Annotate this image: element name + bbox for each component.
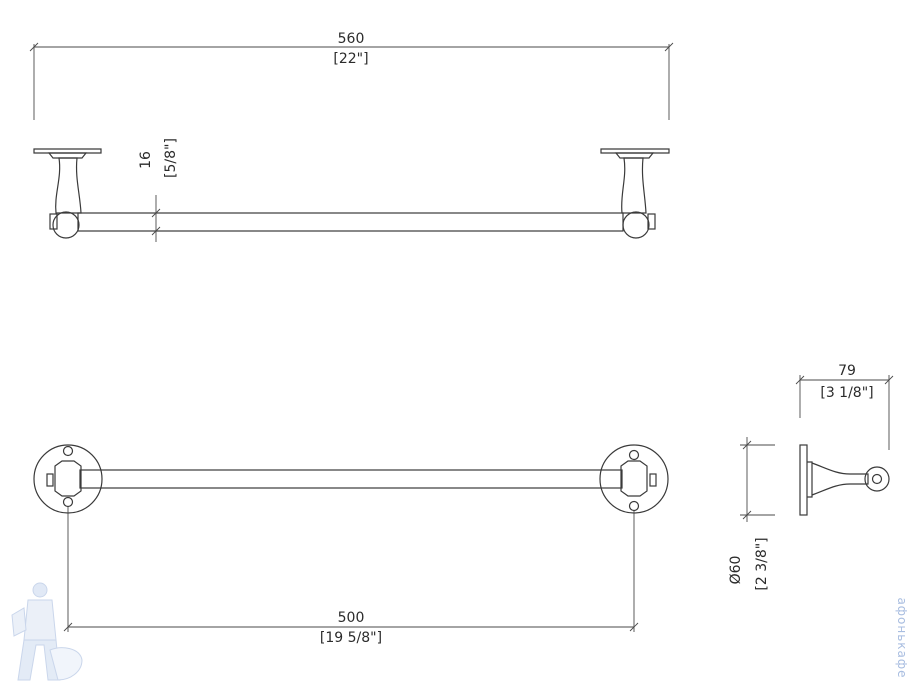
projection-inch: [3 1/8"] (820, 385, 873, 401)
wall-plate-side (799, 444, 808, 516)
side-view: 79 [3 1/8"] Ø60 [2 3/8"] (728, 363, 894, 591)
top-view: 560 [22"] 16 [5/8"] (29, 31, 674, 242)
dimension-base-diameter: Ø60 [2 3/8"] (728, 437, 775, 591)
dimension-bar-diameter: 16 [5/8"] (138, 138, 179, 242)
towel-bar-front (79, 469, 623, 489)
right-rosette-front (599, 444, 669, 514)
overall-length-inch: [22"] (333, 51, 368, 67)
watermark-text: афонькафе (895, 597, 909, 678)
dimension-mount-spacing: 500 [19 5/8"] (63, 507, 639, 646)
base-diameter-mm: Ø60 (728, 556, 744, 585)
left-bracket-top (33, 148, 102, 239)
dimension-projection: 79 [3 1/8"] (795, 363, 894, 450)
left-rosette-front (33, 444, 103, 514)
plumber-mascot-icon (11, 582, 83, 681)
towel-bar-top (77, 212, 624, 232)
bar-end-side (864, 466, 890, 492)
mount-spacing-inch: [19 5/8"] (320, 630, 382, 646)
front-view: 500 [19 5/8"] (33, 444, 669, 646)
overall-length-mm: 560 (338, 31, 365, 47)
bar-diameter-inch: [5/8"] (163, 138, 179, 178)
bar-diameter-mm: 16 (138, 151, 154, 169)
right-bracket-top (600, 148, 670, 239)
projection-mm: 79 (838, 363, 856, 379)
base-diameter-inch: [2 3/8"] (754, 537, 770, 590)
mount-spacing-mm: 500 (338, 610, 365, 626)
dimension-overall-length: 560 [22"] (29, 31, 674, 120)
